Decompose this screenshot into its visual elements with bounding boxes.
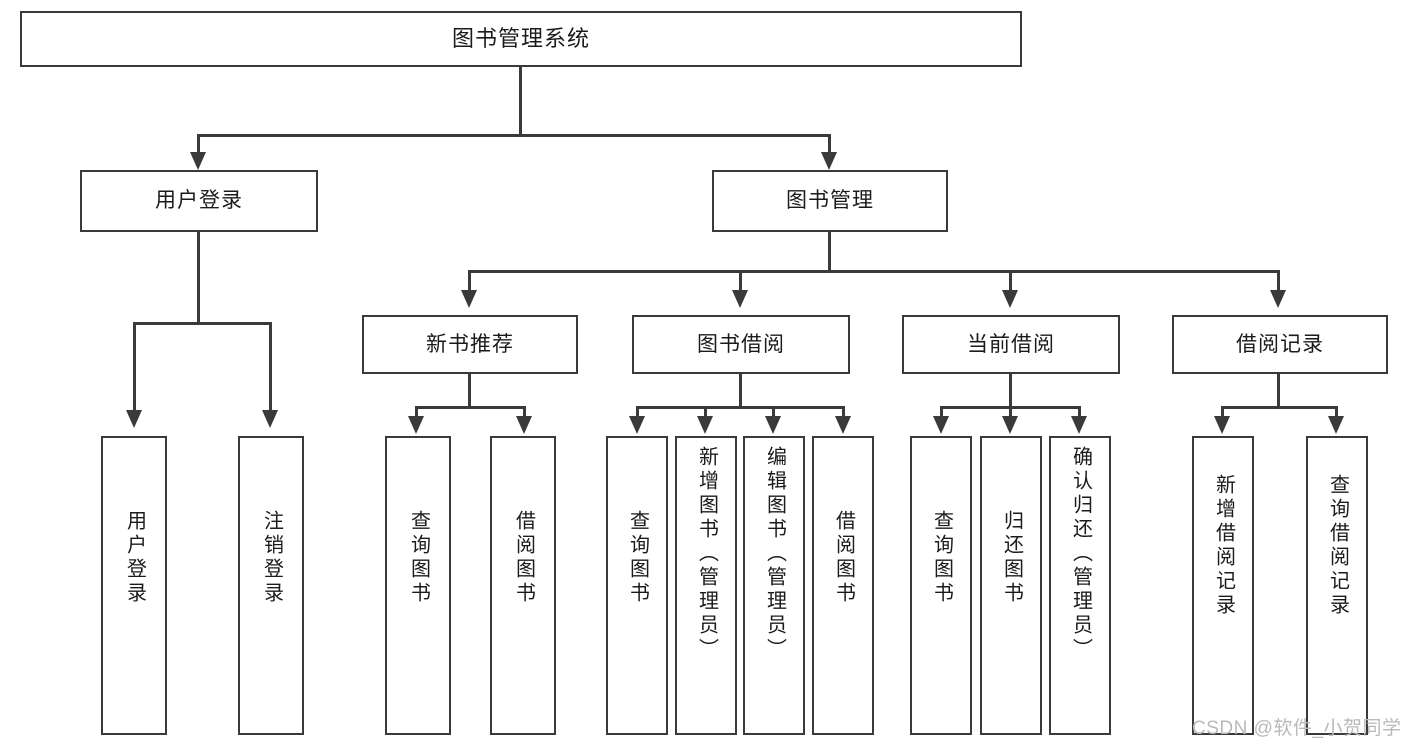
node-label: 借阅记录 xyxy=(1236,332,1324,356)
arrow-borrow-record-to-leaf-2 xyxy=(1328,416,1344,434)
connector-user-login-stem xyxy=(197,232,200,325)
connector-book-manage-bus xyxy=(468,270,1280,273)
leaf-current-borrow-query-book[interactable]: 查询图书 xyxy=(910,436,972,735)
connector-book-manage-to-book-borrow xyxy=(739,270,742,292)
leaf-new-book-query-book[interactable]: 查询图书 xyxy=(385,436,451,735)
node-label: 新书推荐 xyxy=(426,332,514,356)
leaf-label: 确认归还（管理员） xyxy=(1069,446,1092,662)
connector-user-login-to-leaf-2 xyxy=(269,322,272,412)
leaf-label: 借阅图书 xyxy=(832,510,855,606)
leaf-label: 新增借阅记录 xyxy=(1212,474,1235,618)
arrow-current-borrow-to-leaf-1 xyxy=(933,416,949,434)
leaf-label: 编辑图书（管理员） xyxy=(763,446,786,662)
leaf-borrow-record-query-record[interactable]: 查询借阅记录 xyxy=(1306,436,1368,735)
leaf-label: 归还图书 xyxy=(1000,510,1023,606)
arrow-book-borrow-to-leaf-4 xyxy=(835,416,851,434)
arrow-book-manage-to-book-borrow xyxy=(732,290,748,308)
connector-book-borrow-to-leaf-3 xyxy=(772,406,775,418)
connector-root-to-book-manage xyxy=(828,134,831,154)
connector-root-stem xyxy=(519,67,522,135)
arrow-book-borrow-to-leaf-2 xyxy=(697,416,713,434)
arrow-book-manage-to-current-borrow xyxy=(1002,290,1018,308)
connector-root-bus xyxy=(197,134,831,137)
arrow-borrow-record-to-leaf-1 xyxy=(1214,416,1230,434)
connector-current-borrow-to-leaf-3 xyxy=(1078,406,1081,418)
connector-borrow-record-bus xyxy=(1221,406,1338,409)
leaf-book-borrow-edit-book-admin[interactable]: 编辑图书（管理员） xyxy=(743,436,805,735)
leaf-borrow-record-add-record[interactable]: 新增借阅记录 xyxy=(1192,436,1254,735)
leaf-label: 用户登录 xyxy=(123,510,146,606)
connector-borrow-record-to-leaf-2 xyxy=(1335,406,1338,418)
leaf-current-borrow-confirm-return-admin[interactable]: 确认归还（管理员） xyxy=(1049,436,1111,735)
leaf-label: 查询借阅记录 xyxy=(1326,474,1349,618)
leaf-label: 借阅图书 xyxy=(512,510,535,606)
arrow-user-login-to-leaf-1 xyxy=(126,410,142,428)
connector-book-borrow-to-leaf-1 xyxy=(636,406,639,418)
connector-new-book-to-leaf-2 xyxy=(523,406,526,418)
connector-book-borrow-to-leaf-2 xyxy=(704,406,707,418)
connector-book-manage-to-current-borrow xyxy=(1009,270,1012,292)
leaf-label: 查询图书 xyxy=(930,510,953,606)
connector-current-borrow-to-leaf-2 xyxy=(1009,406,1012,418)
connector-new-book-stem xyxy=(468,374,471,408)
leaf-book-borrow-borrow-book[interactable]: 借阅图书 xyxy=(812,436,874,735)
node-user-login[interactable]: 用户登录 xyxy=(80,170,318,232)
arrow-book-manage-to-borrow-record xyxy=(1270,290,1286,308)
arrow-root-to-user-login xyxy=(190,152,206,170)
arrow-new-book-to-leaf-1 xyxy=(408,416,424,434)
leaf-book-borrow-add-book-admin[interactable]: 新增图书（管理员） xyxy=(675,436,737,735)
connector-borrow-record-stem xyxy=(1277,374,1280,408)
leaf-label: 新增图书（管理员） xyxy=(695,446,718,662)
connector-user-login-bus xyxy=(133,322,272,325)
leaf-user-login-logout[interactable]: 注销登录 xyxy=(238,436,304,735)
leaf-current-borrow-return-book[interactable]: 归还图书 xyxy=(980,436,1042,735)
node-label: 当前借阅 xyxy=(967,332,1055,356)
leaf-user-login-login[interactable]: 用户登录 xyxy=(101,436,167,735)
connector-new-book-to-leaf-1 xyxy=(415,406,418,418)
node-borrow-record[interactable]: 借阅记录 xyxy=(1172,315,1388,374)
leaf-label: 查询图书 xyxy=(626,510,649,606)
arrow-new-book-to-leaf-2 xyxy=(516,416,532,434)
node-book-management[interactable]: 图书管理 xyxy=(712,170,948,232)
arrow-book-borrow-to-leaf-3 xyxy=(765,416,781,434)
connector-book-borrow-bus xyxy=(636,406,845,409)
arrow-book-borrow-to-leaf-1 xyxy=(629,416,645,434)
connector-root-to-user-login xyxy=(197,134,200,154)
leaf-label: 注销登录 xyxy=(260,510,283,606)
connector-book-manage-stem xyxy=(828,232,831,272)
node-label: 图书管理系统 xyxy=(451,25,590,51)
node-book-borrow[interactable]: 图书借阅 xyxy=(632,315,850,374)
connector-borrow-record-to-leaf-1 xyxy=(1221,406,1224,418)
connector-book-borrow-to-leaf-4 xyxy=(842,406,845,418)
connector-book-manage-to-new-book xyxy=(468,270,471,292)
leaf-book-borrow-query-book[interactable]: 查询图书 xyxy=(606,436,668,735)
connector-new-book-bus xyxy=(415,406,526,409)
node-label: 图书借阅 xyxy=(697,332,785,356)
node-root-library-system[interactable]: 图书管理系统 xyxy=(20,11,1022,67)
connector-current-borrow-stem xyxy=(1009,374,1012,408)
arrow-user-login-to-leaf-2 xyxy=(262,410,278,428)
arrow-root-to-book-manage xyxy=(821,152,837,170)
leaf-label: 查询图书 xyxy=(407,510,430,606)
arrow-book-manage-to-new-book xyxy=(461,290,477,308)
node-label: 用户登录 xyxy=(155,189,243,213)
arrow-current-borrow-to-leaf-3 xyxy=(1071,416,1087,434)
node-new-book-recommend[interactable]: 新书推荐 xyxy=(362,315,578,374)
node-label: 图书管理 xyxy=(786,189,874,213)
node-current-borrow[interactable]: 当前借阅 xyxy=(902,315,1120,374)
leaf-new-book-borrow-book[interactable]: 借阅图书 xyxy=(490,436,556,735)
connector-current-borrow-to-leaf-1 xyxy=(940,406,943,418)
connector-book-manage-to-borrow-record xyxy=(1277,270,1280,292)
connector-book-borrow-stem xyxy=(739,374,742,408)
arrow-current-borrow-to-leaf-2 xyxy=(1002,416,1018,434)
connector-user-login-to-leaf-1 xyxy=(133,322,136,412)
